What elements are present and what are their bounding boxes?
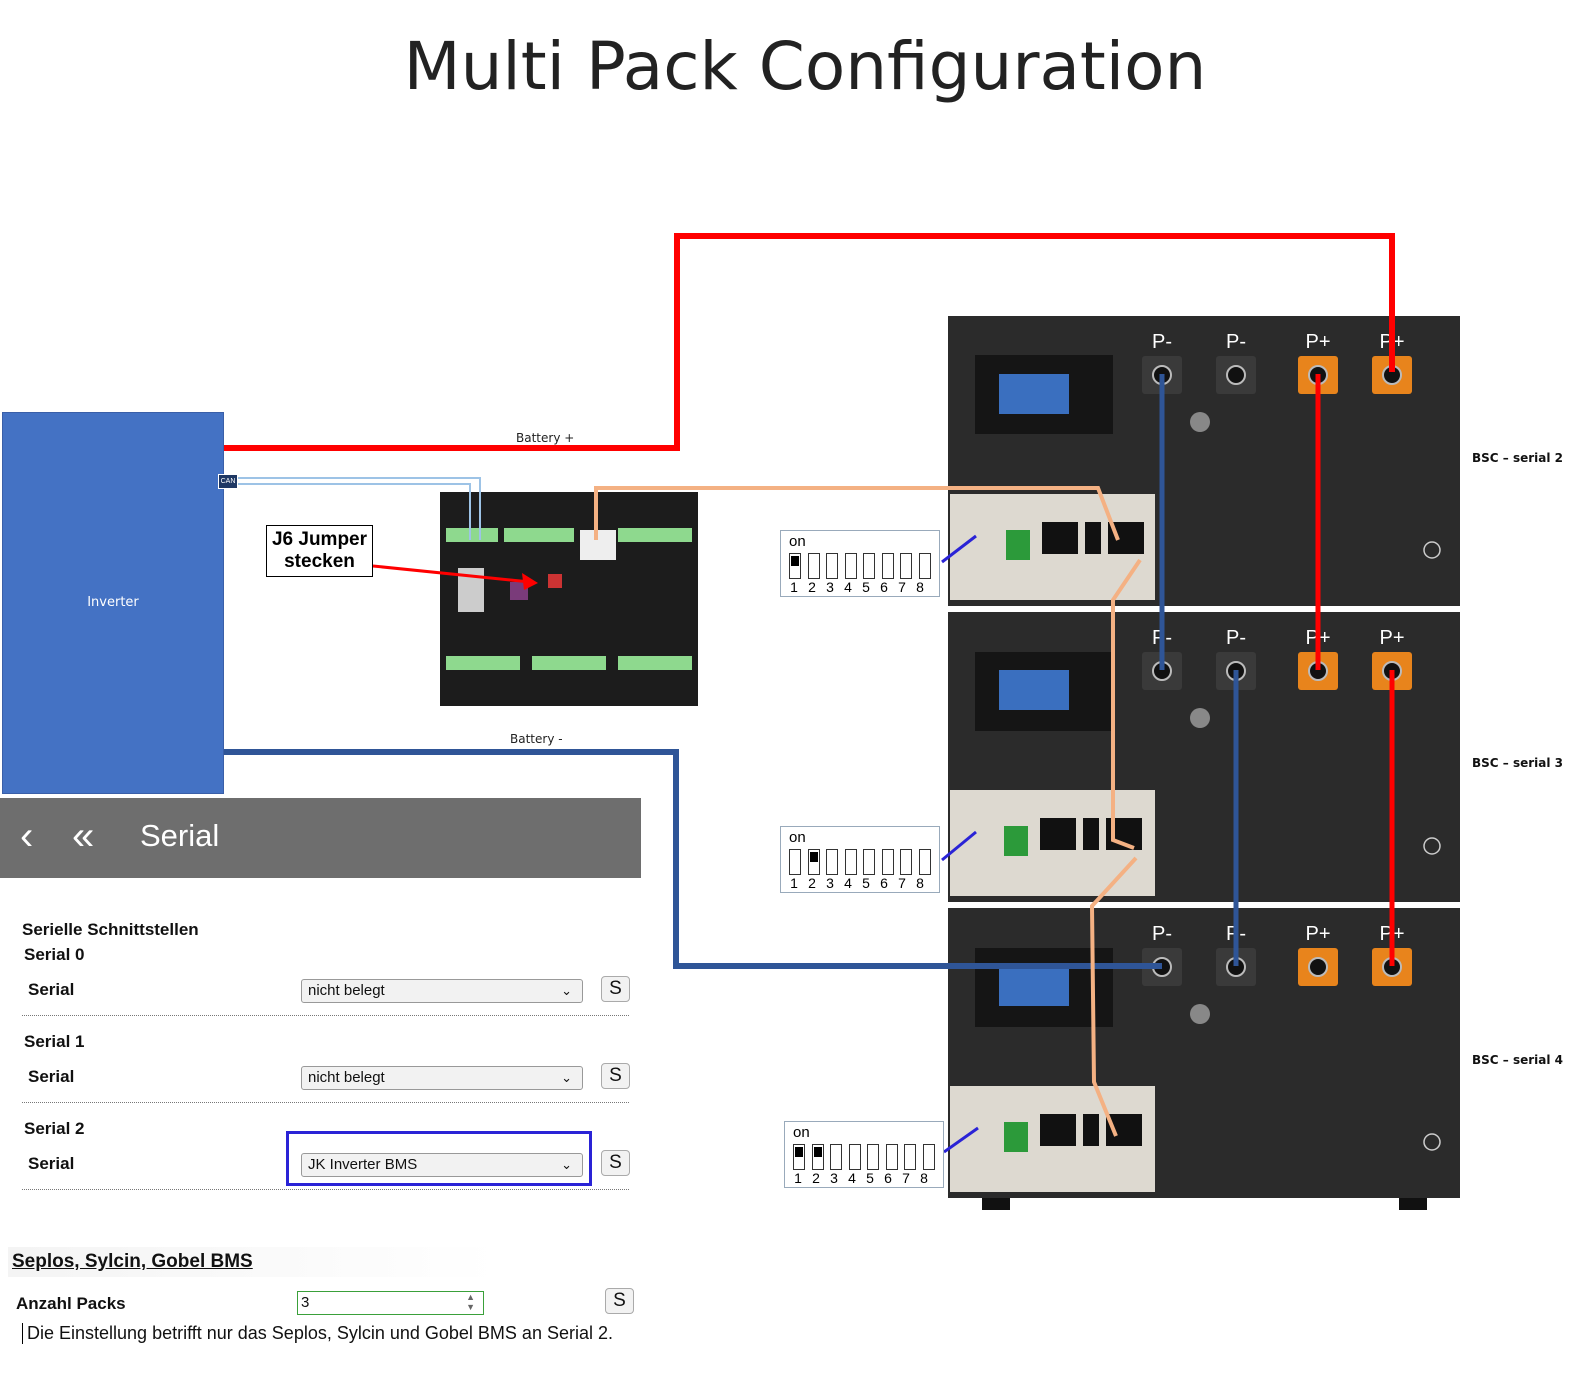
serial1-select[interactable]: nicht belegt ⌄ bbox=[301, 1066, 583, 1090]
ground-icon bbox=[1423, 1133, 1441, 1151]
divider bbox=[22, 1102, 629, 1103]
dip-on-label: on bbox=[789, 829, 806, 846]
inverter-box: Inverter bbox=[2, 412, 224, 794]
pack-label-1: BSC – serial 2 bbox=[1472, 451, 1564, 465]
dip-switch-lever bbox=[807, 849, 820, 875]
section-title: Serielle Schnittstellen bbox=[22, 920, 199, 939]
pack-label-3: BSC – serial 4 bbox=[1472, 1053, 1564, 1067]
back-all-icon[interactable]: « bbox=[72, 814, 95, 858]
serial2-select-value: JK Inverter BMS bbox=[308, 1156, 418, 1173]
pack-label-2: BSC – serial 3 bbox=[1472, 756, 1564, 770]
dip-switch-lever bbox=[826, 553, 838, 579]
serial1-row-label: Serial bbox=[28, 1067, 75, 1086]
battery-pack-3 bbox=[948, 908, 1460, 1198]
serial0-save-button[interactable]: S bbox=[601, 976, 630, 1002]
dip-switch-lever bbox=[867, 1144, 879, 1170]
dip-switch-lever bbox=[863, 553, 875, 579]
serial2-save-button[interactable]: S bbox=[601, 1150, 630, 1176]
chevron-down-icon: ⌄ bbox=[561, 1070, 572, 1085]
terminal-label: P- bbox=[1226, 331, 1246, 353]
dip-switch-lever bbox=[881, 553, 894, 579]
power-knob bbox=[1190, 1004, 1210, 1024]
serial1-select-value: nicht belegt bbox=[308, 1069, 385, 1086]
serial0-select[interactable]: nicht belegt ⌄ bbox=[301, 979, 583, 1003]
dip-switch-lever bbox=[789, 553, 801, 579]
header-title: Serial bbox=[140, 818, 220, 853]
dip-switch-lever bbox=[900, 849, 912, 875]
ground-icon bbox=[1423, 837, 1441, 855]
bms-controller-board bbox=[440, 492, 698, 706]
dip-switch-lever bbox=[863, 849, 875, 875]
dip-switch-lever bbox=[918, 849, 931, 875]
terminal-label: P+ bbox=[1305, 331, 1330, 353]
dip-switch-lever bbox=[830, 1144, 842, 1170]
divider bbox=[22, 1189, 629, 1190]
bms-section-heading: Seplos, Sylcin, Gobel BMS bbox=[8, 1247, 498, 1277]
terminal-bolt bbox=[1308, 957, 1328, 977]
chevron-down-icon: ⌄ bbox=[561, 1157, 572, 1172]
battery-pack-2 bbox=[948, 612, 1460, 902]
serial2-select[interactable]: JK Inverter BMS ⌄ bbox=[301, 1153, 583, 1177]
dip-on-label: on bbox=[789, 533, 806, 550]
terminal-label: P- bbox=[1152, 331, 1172, 353]
can-port-badge: CAN bbox=[218, 474, 238, 489]
inverter-label: Inverter bbox=[87, 595, 139, 610]
battery-minus-label: Battery - bbox=[510, 732, 563, 746]
terminal-label: P+ bbox=[1379, 627, 1404, 649]
packs-note: Die Einstellung betrifft nur das Seplos,… bbox=[22, 1323, 613, 1344]
packs-save-button[interactable]: S bbox=[605, 1288, 634, 1314]
serial2-highlight-box bbox=[286, 1131, 592, 1186]
serial0-heading: Serial 0 bbox=[24, 945, 85, 964]
dip-switch-lever bbox=[807, 553, 820, 579]
bms-heading-text: Seplos, Sylcin, Gobel BMS bbox=[12, 1251, 253, 1272]
chevron-down-icon: ⌄ bbox=[561, 983, 572, 998]
serial0-row-label: Serial bbox=[28, 980, 75, 999]
page-title: Multi Pack Configuration bbox=[403, 28, 1207, 105]
spinner-icon[interactable]: ▲▼ bbox=[466, 1292, 475, 1312]
jumper-note: J6 Jumper stecken bbox=[266, 525, 373, 577]
dip-switch-lever bbox=[881, 849, 894, 875]
terminal-label: P- bbox=[1226, 627, 1246, 649]
jumper-note-line2: stecken bbox=[284, 551, 355, 572]
dip-switch-lever bbox=[789, 849, 801, 875]
back-icon[interactable]: ‹ bbox=[20, 814, 34, 858]
jumper-note-line1: J6 Jumper bbox=[271, 529, 368, 550]
terminal-label: P- bbox=[1152, 923, 1172, 945]
dip-switch-lever bbox=[811, 1144, 824, 1170]
dip-switch-lever bbox=[844, 849, 857, 875]
serial1-save-button[interactable]: S bbox=[601, 1063, 630, 1089]
serial2-row-label: Serial bbox=[28, 1154, 75, 1173]
dip-switch-lever bbox=[885, 1144, 898, 1170]
dip-switch-lever bbox=[848, 1144, 861, 1170]
divider bbox=[22, 1015, 629, 1016]
power-knob bbox=[1190, 412, 1210, 432]
terminal-label: P+ bbox=[1305, 923, 1330, 945]
packs-input[interactable]: 3 ▲▼ bbox=[297, 1291, 484, 1315]
dip-switch-lever bbox=[793, 1144, 805, 1170]
power-knob bbox=[1190, 708, 1210, 728]
terminal-bolt bbox=[1226, 365, 1246, 385]
dip-switch-lever bbox=[904, 1144, 916, 1170]
dip-switch-lever bbox=[918, 553, 931, 579]
dip-switch-lever bbox=[922, 1144, 935, 1170]
dip-switch-lever bbox=[844, 553, 857, 579]
serial2-heading: Serial 2 bbox=[24, 1119, 85, 1138]
packs-label: Anzahl Packs bbox=[16, 1294, 126, 1313]
serial1-heading: Serial 1 bbox=[24, 1032, 85, 1051]
packs-input-value: 3 bbox=[301, 1294, 310, 1311]
ground-icon bbox=[1423, 541, 1441, 559]
dip-switch-lever bbox=[900, 553, 912, 579]
dip-on-label: on bbox=[793, 1124, 810, 1141]
battery-plus-label: Battery + bbox=[516, 431, 575, 445]
serial0-select-value: nicht belegt bbox=[308, 982, 385, 999]
page-header: ‹ « Serial bbox=[0, 798, 641, 878]
dip-switch-lever bbox=[826, 849, 838, 875]
